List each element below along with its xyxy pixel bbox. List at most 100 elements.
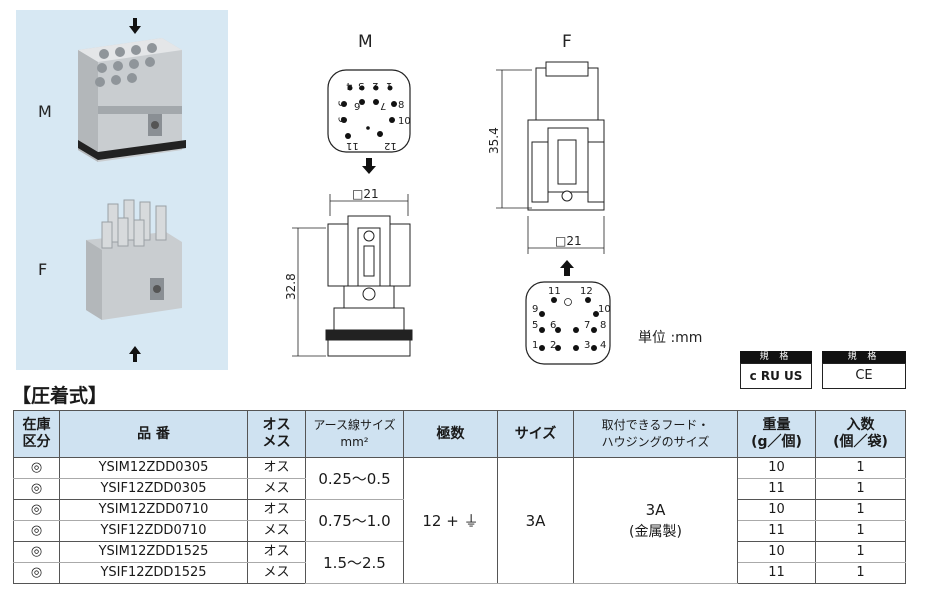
col-header-size: サイズ (497, 410, 574, 458)
wire-size-cell: 0.75～1.0 (305, 499, 404, 542)
ce-certification-badge: 規 格 CE (822, 351, 906, 389)
col-header-wire-size: アース線サイズ mm² (305, 410, 404, 458)
male-side-view (325, 215, 413, 357)
weight-cell: 11 (737, 478, 816, 500)
weight-cell: 11 (737, 520, 816, 542)
pin-number: 4 (346, 80, 353, 91)
gender-cell: メス (247, 562, 306, 584)
arrow-down-icon (129, 18, 141, 34)
pin-number: 11 (346, 140, 359, 151)
part-number-cell: YSIM12ZDD0710 (59, 499, 248, 521)
unit-label: 単位 :mm (638, 330, 703, 346)
male-face-outline (327, 69, 411, 153)
drawing-title-male: M (358, 32, 373, 52)
male-height-dimension: 32.8 (284, 273, 298, 300)
pin-number: 1 (386, 80, 393, 91)
pin-number: 10 (598, 304, 611, 315)
gender-cell: メス (247, 520, 306, 542)
gender-cell: メス (247, 478, 306, 500)
wire-size-cell: 1.5～2.5 (305, 541, 404, 584)
gender-cell: オス (247, 499, 306, 521)
female-height-dimension: 35.4 (487, 127, 501, 154)
table-row: ◎ YSIF12ZDD0710 メス 11 1 (13, 520, 906, 542)
quantity-cell: 1 (815, 499, 906, 521)
quantity-cell: 1 (815, 457, 906, 479)
quantity-cell: 1 (815, 520, 906, 542)
pin-number: 8 (398, 100, 405, 111)
col-header-gender: オス メス (247, 410, 306, 458)
female-connector-photo (86, 199, 182, 320)
table-row: ◎ YSIM12ZDD1525 オス 1.5～2.5 10 1 (13, 541, 906, 584)
stock-cell: ◎ (13, 520, 60, 542)
pin-number: 2 (372, 80, 379, 91)
female-side-view (527, 61, 605, 211)
weight-cell: 10 (737, 499, 816, 521)
weight-cell: 10 (737, 457, 816, 479)
arrow-down-icon (362, 158, 376, 174)
pin-number: 12 (384, 140, 397, 151)
male-face-pins (341, 85, 397, 139)
col-header-quantity: 入数 (個／袋) (815, 410, 906, 458)
ul-certification-badge: 規 格 c RU US (740, 351, 812, 389)
pin-number: 5 (335, 100, 347, 107)
spec-table: 在庫 区分 品 番 オス メス アース線サイズ mm² 極数 サイズ 取付できる… (13, 410, 906, 584)
ul-mark: c RU US (740, 363, 812, 389)
female-width-dimension: □21 (555, 234, 582, 248)
section-title: 【圧着式】 (12, 385, 108, 407)
part-number-cell: YSIM12ZDD0305 (59, 457, 248, 479)
ground-pin-icon (564, 298, 572, 306)
quantity-cell: 1 (815, 478, 906, 500)
arrow-up-icon (129, 346, 141, 362)
quantity-cell: 1 (815, 541, 906, 563)
pin-number: 6 (550, 320, 557, 331)
col-header-hood-size: 取付できるフード・ ハウジングのサイズ (573, 410, 738, 458)
pin-number: 9 (335, 116, 347, 123)
hood-size-cell: 3A (金属製) (573, 457, 738, 584)
hood-material: (金属製) (629, 523, 682, 540)
badge-header: 規 格 (822, 351, 906, 363)
pin-number: 3 (358, 80, 365, 91)
gender-cell: オス (247, 457, 306, 479)
table-row: ◎ YSIF12ZDD0305 メス 11 1 (13, 478, 906, 500)
pin-number: 1 (532, 340, 539, 351)
wire-size-cell: 0.25～0.5 (305, 457, 404, 500)
stock-cell: ◎ (13, 478, 60, 500)
pin-number: 5 (532, 320, 539, 331)
pin-number: 3 (584, 340, 591, 351)
pin-number: 12 (580, 286, 593, 297)
pin-number: 4 (600, 340, 607, 351)
badge-header: 規 格 (740, 351, 812, 363)
pin-number: 10 (398, 116, 411, 127)
connector-photos (78, 18, 186, 362)
drawing-title-female: F (562, 32, 572, 52)
part-number-cell: YSIF12ZDD0710 (59, 520, 248, 542)
table-row: ◎ YSIM12ZDD0710 オス 0.75～1.0 10 1 (13, 499, 906, 542)
pin-number: 6 (354, 100, 361, 111)
col-header-weight: 重量 (g／個) (737, 410, 816, 458)
stock-cell: ◎ (13, 541, 60, 563)
quantity-cell: 1 (815, 562, 906, 584)
photo-label-male: M (38, 102, 52, 121)
stock-cell: ◎ (13, 457, 60, 479)
product-photo-panel (16, 10, 228, 370)
hood-size-value: 3A (645, 500, 666, 519)
size-cell: 3A (497, 457, 574, 584)
arrow-up-icon (560, 260, 574, 276)
ce-mark: CE (822, 363, 906, 389)
poles-cell: 12 + ⏚ (403, 457, 498, 584)
pin-number: 8 (600, 320, 607, 331)
female-face-pins (539, 297, 599, 351)
male-connector-photo (78, 38, 186, 162)
technical-drawings (292, 61, 611, 365)
pin-number: 7 (380, 100, 387, 111)
stock-cell: ◎ (13, 499, 60, 521)
table-header-row: 在庫 区分 品 番 オス メス アース線サイズ mm² 極数 サイズ 取付できる… (13, 410, 906, 458)
table-row: ◎ YSIM12ZDD0305 オス 0.25～0.5 12 + ⏚ 3A 3A… (13, 457, 906, 584)
female-face-outline (525, 281, 611, 365)
part-number-cell: YSIF12ZDD1525 (59, 562, 248, 584)
stock-cell: ◎ (13, 562, 60, 584)
part-number-cell: YSIF12ZDD0305 (59, 478, 248, 500)
pin-number: 7 (584, 320, 591, 331)
table-row: ◎ YSIF12ZDD1525 メス 11 1 (13, 562, 906, 584)
gender-cell: オス (247, 541, 306, 563)
